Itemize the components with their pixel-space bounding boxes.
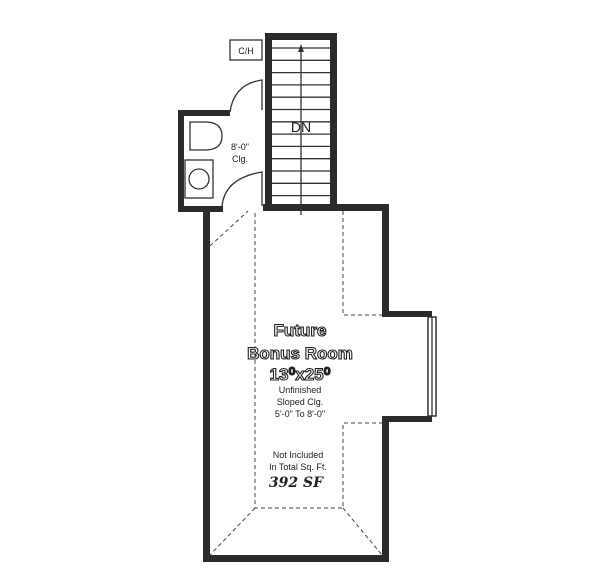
window [427, 316, 437, 417]
room-dimensions: 13⁰x25⁰ [270, 365, 331, 384]
room-note: 5'-0" To 8'-0" [275, 409, 325, 419]
room-name-line2: Bonus Room [247, 344, 353, 363]
room-label: Future Bonus Room 13⁰x25⁰ Unfinished Slo… [247, 320, 354, 491]
ceiling-slope-lines [209, 210, 383, 556]
walls [178, 33, 432, 562]
room-note: In Total Sq. Ft. [269, 462, 327, 472]
ch-label: C/H [238, 46, 254, 56]
room-name-line1: Future [274, 321, 327, 340]
room-note: Sloped Clg. [277, 397, 324, 407]
bath-fixtures [184, 79, 263, 207]
stair-arrow [298, 44, 304, 215]
stair-label: DN [291, 119, 311, 135]
room-area-handwritten: 392 SF [269, 475, 324, 491]
ch-unit: C/H [229, 39, 263, 61]
room-note: Unfinished [279, 385, 322, 395]
room-note: Not Included [273, 450, 324, 460]
bath-ceiling-height: 8'-0" [231, 142, 249, 152]
bath-ceiling-label: Clg. [232, 154, 248, 164]
